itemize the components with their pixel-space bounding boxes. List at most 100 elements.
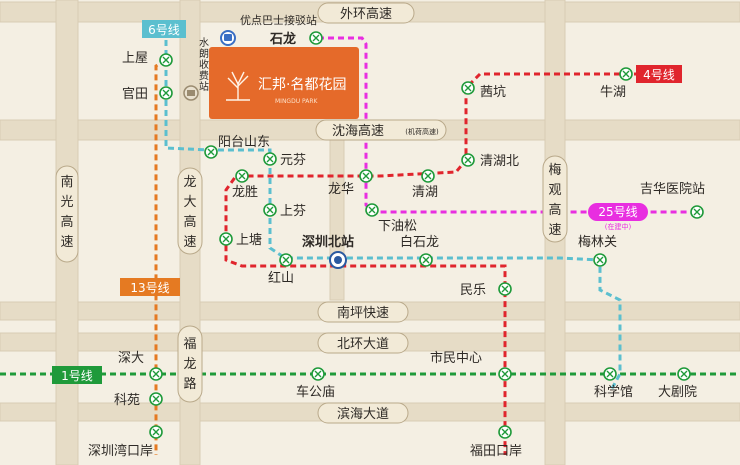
fulong-label: 福龙路 — [183, 337, 196, 392]
metro-icon — [368, 206, 376, 214]
metro-icon — [162, 56, 170, 64]
station-label-shangfen: 上芬 — [280, 204, 306, 219]
station-label-chegongmiao: 车公庙 — [296, 384, 335, 400]
metro-icon — [693, 208, 701, 216]
brand-name: 汇邦·名都花园 — [258, 77, 346, 93]
svg-text:南坪快速: 南坪快速 — [337, 305, 389, 321]
station-label-longhua: 龙华 — [328, 182, 354, 197]
station-label-kexueguan: 科学馆 — [594, 384, 633, 400]
meiguan-label: 梅观高速 — [548, 163, 561, 238]
line-badges: 6号线 4号线 13号线 1号线 25号线 (在建中) — [52, 20, 682, 384]
station-label-baishilong: 白石龙 — [400, 234, 439, 250]
badge-nanguang: 南光高速 — [55, 165, 79, 263]
station-label-yangtaishandong: 阳台山东 — [218, 135, 270, 150]
station-label-shiminzhongxin: 市民中心 — [430, 350, 482, 366]
station-label-minle: 民乐 — [460, 283, 486, 298]
station-label-yuanfen: 元芬 — [280, 153, 306, 168]
station-label-meilinguan: 梅林关 — [578, 235, 617, 250]
station-markers — [149, 30, 704, 439]
station-label-jihuayiyuan: 吉华医院站 — [640, 182, 705, 197]
badge-fulong: 福龙路 — [177, 325, 203, 403]
svg-text:4号线: 4号线 — [643, 68, 675, 82]
badge-beihuan: 北环大道 — [317, 332, 409, 354]
svg-text:6号线: 6号线 — [148, 23, 180, 37]
metro-icon — [152, 428, 160, 436]
metro-icon — [222, 235, 230, 243]
svg-text:25号线: 25号线 — [598, 205, 637, 219]
metro-icon — [152, 395, 160, 403]
toll-station-label: 水朗收费站 — [199, 37, 209, 93]
station-label-qiankeng: 茜坑 — [480, 85, 506, 100]
metro-icon — [207, 148, 215, 156]
svg-text:滨海大道: 滨海大道 — [337, 406, 389, 422]
svg-text:1号线: 1号线 — [61, 369, 93, 383]
metro-icon — [362, 172, 370, 180]
metro-icon — [622, 70, 630, 78]
nanguang-label: 南光高速 — [60, 174, 73, 250]
badge-line-13[interactable]: 13号线 — [120, 278, 180, 296]
station-label-shenzhenwan: 深圳湾口岸 — [88, 443, 153, 459]
station-label-niuhu: 牛湖 — [600, 85, 626, 100]
metro-icon — [501, 428, 509, 436]
badge-line-4[interactable]: 4号线 — [636, 65, 682, 83]
badge-binhai: 滨海大道 — [317, 402, 409, 424]
svg-text:(机荷高速): (机荷高速) — [405, 127, 439, 136]
shenzhenbei-marker[interactable] — [329, 251, 347, 269]
metro-icon — [464, 84, 472, 92]
metro-icon — [424, 172, 432, 180]
svg-text:外环高速: 外环高速 — [340, 6, 392, 22]
station-label-hongshan: 红山 — [268, 270, 294, 286]
metro-icon — [152, 370, 160, 378]
station-label-shangwu: 上屋 — [122, 51, 148, 66]
svg-text:13号线: 13号线 — [130, 281, 169, 295]
station-label-keyuan: 科苑 — [114, 393, 140, 408]
metro-icon — [596, 256, 604, 264]
metro-icon — [422, 256, 430, 264]
svg-text:沈海高速: 沈海高速 — [332, 123, 384, 139]
station-label-qinghu: 清湖 — [412, 185, 438, 200]
badge-outer-ring: 外环高速 — [317, 2, 415, 24]
metro-icon — [282, 256, 290, 264]
badge-line-6[interactable]: 6号线 — [142, 20, 186, 38]
station-label-shilong: 石龙 — [269, 31, 296, 47]
brand-subtitle: MINGDU PARK — [275, 98, 319, 105]
station-label-longsheng: 龙胜 — [232, 185, 258, 200]
badge-longda: 龙大高速 — [177, 167, 203, 255]
badge-nanping: 南坪快速 — [317, 301, 409, 323]
road-badges: 外环高速 沈海高速 (机荷高速) 南光高速 龙大高速 梅观高速 福龙路 南坪快速 — [55, 2, 568, 424]
metro-icon — [680, 370, 688, 378]
badge-shenhai: 沈海高速 (机荷高速) — [315, 119, 447, 141]
toll-icon — [183, 85, 199, 101]
brand-block: 汇邦·名都花园 MINGDU PARK — [209, 47, 359, 119]
badge-line-1[interactable]: 1号线 — [52, 366, 102, 384]
metro-icon — [266, 155, 274, 163]
metro-icon — [162, 89, 170, 97]
station-label-guantian: 官田 — [122, 86, 148, 102]
svg-text:北环大道: 北环大道 — [337, 337, 389, 352]
metro-icon — [314, 370, 322, 378]
bus-icon — [220, 30, 236, 46]
station-label-dajuyuan: 大剧院 — [658, 385, 697, 400]
badge-line-25[interactable]: 25号线 (在建中) — [588, 203, 648, 231]
station-label-xiayousong: 下油松 — [378, 219, 417, 234]
station-label-futian: 福田口岸 — [470, 444, 522, 459]
station-label-shangtang: 上塘 — [236, 232, 262, 248]
svg-text:(在建中): (在建中) — [605, 222, 632, 231]
metro-icon — [501, 370, 509, 378]
brand-box — [209, 47, 359, 119]
metro-icon — [501, 285, 509, 293]
minor-road-1 — [329, 139, 345, 301]
metro-icon — [266, 206, 274, 214]
station-label-shenda: 深大 — [118, 351, 144, 366]
metro-icon — [238, 172, 246, 180]
station-label-shenzhenbei: 深圳北站 — [302, 234, 354, 250]
metro-icon — [312, 34, 320, 42]
tree-logo-icon — [226, 71, 250, 101]
station-label-qinghubei: 清湖北 — [480, 154, 519, 169]
badge-meiguan: 梅观高速 — [542, 155, 568, 243]
station-labels: 石龙 上屋 官田 茜坑 牛湖 阳台山东 元芬 清湖北 龙胜 龙华 清湖 上芬 下… — [88, 31, 705, 459]
metro-icon — [606, 370, 614, 378]
longda-label: 龙大高速 — [183, 175, 196, 250]
